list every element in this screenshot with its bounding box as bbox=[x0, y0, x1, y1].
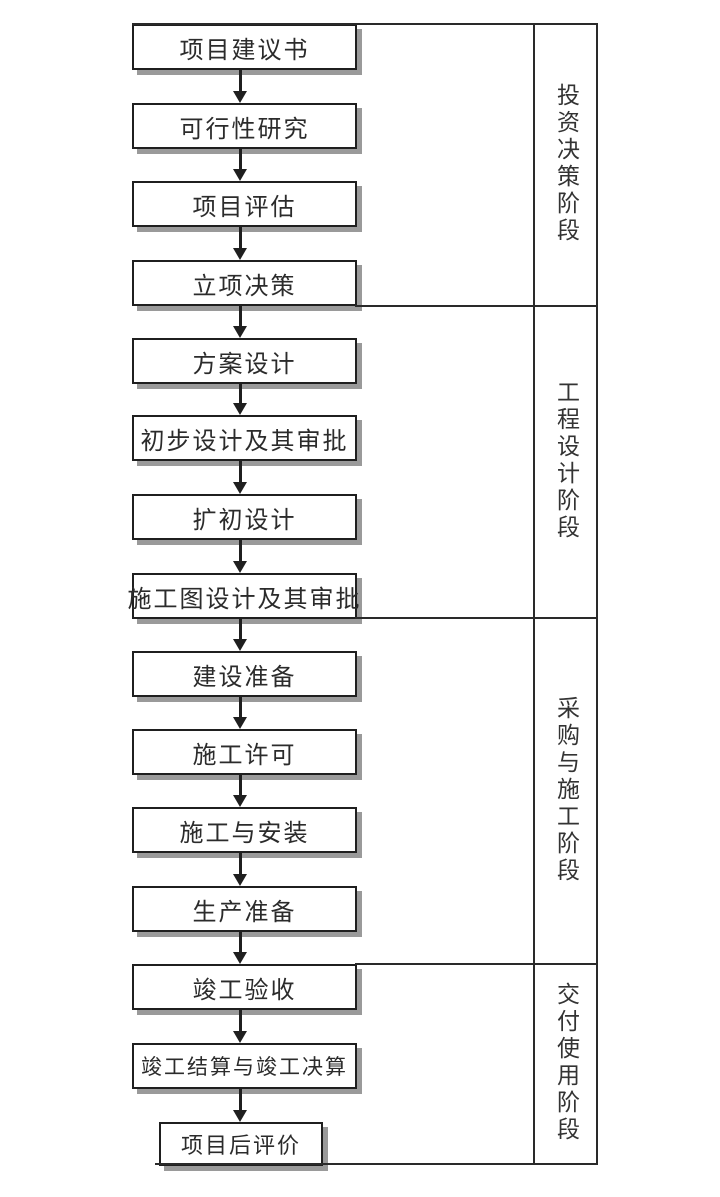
phase-table-top-line bbox=[132, 23, 598, 25]
arrow-head-icon bbox=[233, 639, 247, 651]
process-box-15: 项目后评价 bbox=[159, 1122, 323, 1166]
arrow-stem bbox=[238, 70, 242, 93]
arrow-head-icon bbox=[233, 1031, 247, 1043]
process-box-2: 可行性研究 bbox=[132, 103, 357, 149]
flow-arrow-7 bbox=[233, 540, 247, 573]
process-box-7: 扩初设计 bbox=[132, 494, 357, 540]
phase-divider-1 bbox=[355, 305, 598, 307]
arrow-stem bbox=[238, 1089, 242, 1112]
process-box-14: 竣工结算与竣工决算 bbox=[132, 1043, 357, 1089]
arrow-stem bbox=[238, 619, 242, 641]
flow-arrow-3 bbox=[233, 227, 247, 260]
process-box-6: 初步设计及其审批 bbox=[132, 415, 357, 461]
arrow-head-icon bbox=[233, 874, 247, 886]
phase-column-right-line bbox=[596, 23, 598, 1165]
arrow-head-icon bbox=[233, 482, 247, 494]
flow-arrow-8 bbox=[233, 619, 247, 651]
phase-table-bottom-line bbox=[155, 1163, 598, 1165]
phase-label-2: 工程设计阶段 bbox=[553, 380, 579, 542]
flow-arrow-10 bbox=[233, 775, 247, 807]
process-box-12: 生产准备 bbox=[132, 886, 357, 932]
arrow-head-icon bbox=[233, 248, 247, 260]
arrow-stem bbox=[238, 461, 242, 484]
flow-arrow-4 bbox=[233, 306, 247, 338]
arrow-head-icon bbox=[233, 561, 247, 573]
arrow-head-icon bbox=[233, 717, 247, 729]
flow-arrow-9 bbox=[233, 697, 247, 729]
arrow-stem bbox=[238, 1010, 242, 1033]
arrow-head-icon bbox=[233, 326, 247, 338]
arrow-stem bbox=[238, 697, 242, 719]
phase-label-1: 投资决策阶段 bbox=[553, 83, 579, 245]
phase-label-3: 采购与施工阶段 bbox=[553, 695, 579, 885]
arrow-stem bbox=[238, 853, 242, 876]
arrow-stem bbox=[238, 775, 242, 797]
flow-arrow-5 bbox=[233, 384, 247, 415]
process-box-5: 方案设计 bbox=[132, 338, 357, 384]
arrow-stem bbox=[238, 384, 242, 405]
arrow-head-icon bbox=[233, 795, 247, 807]
arrow-stem bbox=[238, 932, 242, 954]
flow-arrow-6 bbox=[233, 461, 247, 494]
process-box-4: 立项决策 bbox=[132, 260, 357, 306]
process-box-1: 项目建议书 bbox=[132, 24, 357, 70]
arrow-head-icon bbox=[233, 1110, 247, 1122]
arrow-head-icon bbox=[233, 952, 247, 964]
flow-arrow-14 bbox=[233, 1089, 247, 1122]
arrow-stem bbox=[238, 540, 242, 563]
flow-arrow-11 bbox=[233, 853, 247, 886]
phase-label-4: 交付使用阶段 bbox=[553, 982, 579, 1144]
process-box-9: 建设准备 bbox=[132, 651, 357, 697]
flow-arrow-12 bbox=[233, 932, 247, 964]
flow-arrow-1 bbox=[233, 70, 247, 103]
arrow-stem bbox=[238, 306, 242, 328]
process-box-8: 施工图设计及其审批 bbox=[128, 573, 360, 619]
arrow-head-icon bbox=[233, 169, 247, 181]
process-box-10: 施工许可 bbox=[132, 729, 357, 775]
phase-divider-2 bbox=[355, 617, 598, 619]
flow-arrow-2 bbox=[233, 149, 247, 181]
arrow-head-icon bbox=[233, 91, 247, 103]
arrow-stem bbox=[238, 149, 242, 171]
phase-column-left-line bbox=[533, 23, 535, 1165]
process-box-13: 竣工验收 bbox=[132, 964, 357, 1010]
process-box-3: 项目评估 bbox=[132, 181, 357, 227]
process-box-11: 施工与安装 bbox=[132, 807, 357, 853]
phase-divider-3 bbox=[355, 963, 598, 965]
flow-arrow-13 bbox=[233, 1010, 247, 1043]
arrow-head-icon bbox=[233, 403, 247, 415]
arrow-stem bbox=[238, 227, 242, 250]
